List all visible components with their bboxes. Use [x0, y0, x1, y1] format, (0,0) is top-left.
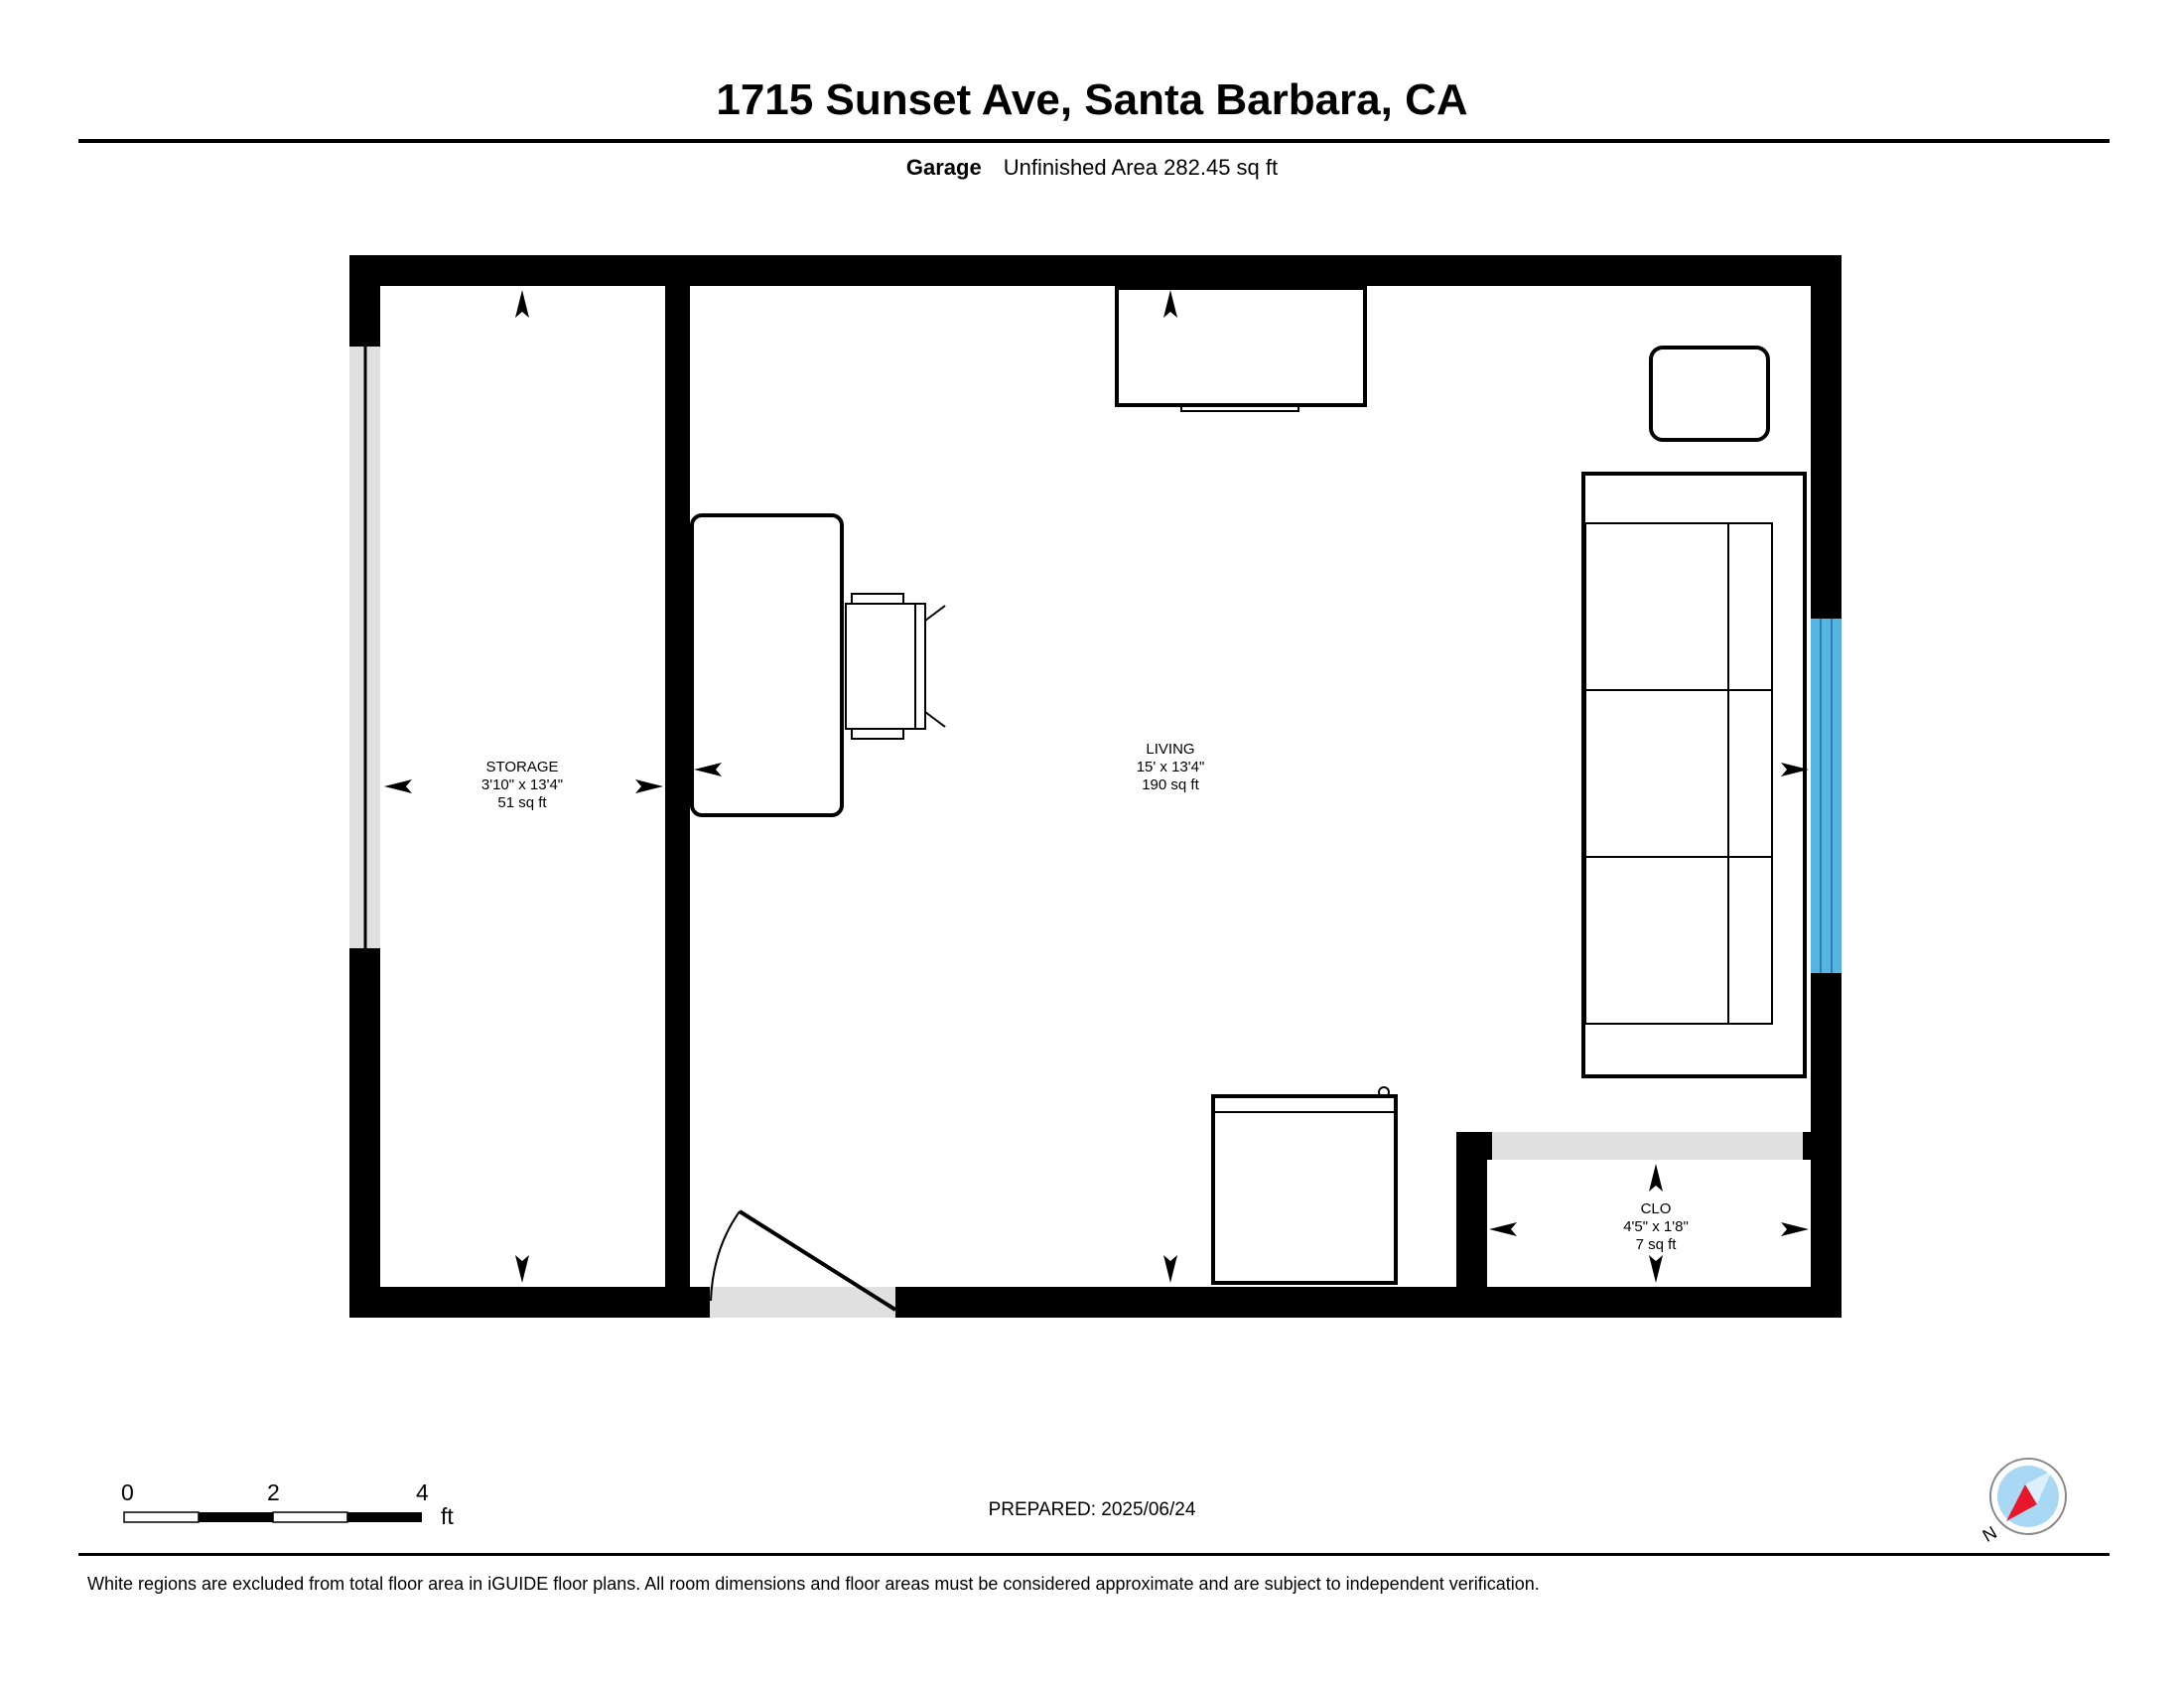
entry-door: [710, 1209, 897, 1318]
closet-opening: [1492, 1132, 1803, 1160]
walls: [349, 255, 1842, 1318]
prepared-label: PREPARED:: [988, 1499, 1097, 1520]
wall-north: [349, 255, 1842, 286]
ottoman: [1649, 346, 1770, 442]
tv-unit: [1115, 286, 1367, 407]
disclaimer-text: White regions are excluded from total fl…: [87, 1574, 1540, 1594]
compass-icon: [1989, 1458, 2067, 1535]
wall-west-upper: [349, 255, 380, 347]
prepared-date-line: PREPARED: 2025/06/24: [0, 1499, 2184, 1521]
floor-summary: Garage Unfinished Area 282.45 sq ft: [0, 155, 2184, 181]
wall-closet-corner: [1456, 1132, 1492, 1160]
room-living: LIVING 15' x 13'4" 190 sq ft: [1091, 741, 1250, 794]
scale-bar: [123, 1511, 422, 1523]
scale-tick-0: 0: [121, 1479, 134, 1505]
room-storage-name: STORAGE: [485, 759, 559, 775]
header-rule: [78, 139, 2110, 143]
wall-closet-stub: [1803, 1132, 1815, 1160]
room-living-dims: 15' x 13'4": [1136, 759, 1205, 775]
room-living-area: 190 sq ft: [1142, 776, 1199, 793]
west-window: [349, 347, 380, 948]
room-living-name: LIVING: [1146, 741, 1195, 758]
east-window: [1811, 619, 1842, 973]
desk-chair: [845, 593, 946, 740]
prepared-date: 2025/06/24: [1101, 1499, 1196, 1520]
room-closet-area: 7 sq ft: [1635, 1236, 1677, 1253]
room-closet-dims: 4'5" x 1'8": [1623, 1218, 1689, 1235]
wall-east-lower: [1811, 973, 1842, 1318]
room-storage: STORAGE 3'10" x 13'4" 51 sq ft: [443, 759, 602, 812]
room-closet-name: CLO: [1640, 1200, 1672, 1217]
scale-tick-2: 2: [267, 1479, 280, 1505]
desk: [690, 513, 844, 817]
sofa: [1581, 472, 1807, 1078]
wall-south-east: [895, 1287, 1842, 1318]
wall-storage-partition: [665, 286, 690, 1287]
wall-west-lower: [349, 948, 380, 1318]
room-closet: CLO 4'5" x 1'8" 7 sq ft: [1576, 1200, 1735, 1254]
wall-east-upper: [1811, 255, 1842, 619]
floor-area: Unfinished Area 282.45 sq ft: [1003, 155, 1279, 180]
furniture: [690, 286, 1807, 1285]
dimension-arrows: [384, 290, 1809, 1283]
floor-label: Garage: [905, 155, 982, 180]
tv-stand: [1180, 404, 1299, 412]
footer-rule: [78, 1553, 2110, 1556]
page-title: 1715 Sunset Ave, Santa Barbara, CA: [716, 75, 1468, 124]
scale-unit: ft: [441, 1503, 454, 1529]
scale-tick-4: 4: [416, 1479, 429, 1505]
room-storage-dims: 3'10" x 13'4": [480, 776, 564, 793]
wall-south-west: [349, 1287, 710, 1318]
appliance: [1211, 1086, 1398, 1285]
room-storage-area: 51 sq ft: [497, 794, 547, 811]
